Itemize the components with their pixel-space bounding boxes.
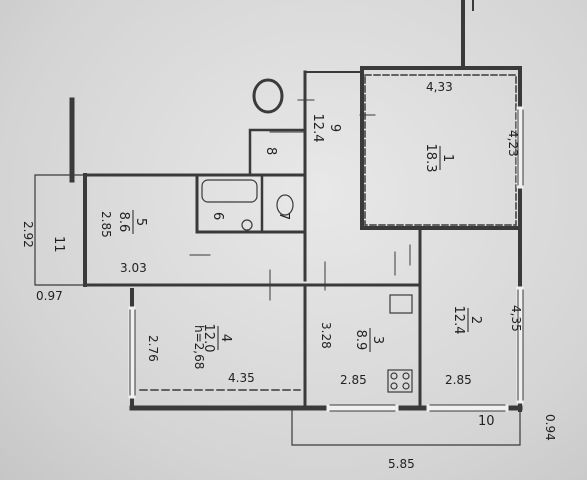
stove-icon <box>387 369 413 393</box>
dim-room3-height: 3.28 <box>319 322 333 349</box>
dim-room1-height: 4,23 <box>506 130 520 157</box>
room-8-number: 8 <box>263 147 278 155</box>
svg-text:5: 5 <box>133 218 148 226</box>
dim-room2-width: 2.85 <box>445 373 472 387</box>
svg-text:8.9: 8.9 <box>353 330 368 351</box>
svg-text:2: 2 <box>468 316 483 324</box>
dim-room5-width: 3.03 <box>120 261 147 275</box>
sink-icon <box>241 219 253 231</box>
dim-room4-width: 4.35 <box>228 371 255 385</box>
room-1-label: 1 18.3 <box>423 144 455 173</box>
dim-room3-width: 2.85 <box>340 373 367 387</box>
room-3-label: 3 8.9 <box>353 328 385 352</box>
room-6-label: 9 12.4 <box>310 114 342 143</box>
svg-text:9: 9 <box>327 124 342 132</box>
toilet-icon <box>276 194 294 216</box>
dim-room4-ceiling: h=2,68 <box>192 325 206 369</box>
svg-text:1: 1 <box>440 154 455 162</box>
room-7-number: 7 <box>276 212 291 220</box>
svg-text:12.0: 12.0 <box>201 324 216 353</box>
svg-text:8.6: 8.6 <box>116 212 131 233</box>
fixtures <box>201 78 413 393</box>
room-labels: 1 18.3 2 12.4 3 8.9 4 12.0 5 8.6 <box>51 114 495 429</box>
svg-text:4: 4 <box>218 334 233 342</box>
room-4-label: 4 12.0 <box>201 324 233 353</box>
walls <box>34 0 524 446</box>
dim-balcony11-height: 2.92 <box>21 221 35 248</box>
room-10-number: 10 <box>478 414 495 429</box>
svg-text:12.4: 12.4 <box>451 306 466 335</box>
room-2-label: 2 12.4 <box>451 306 483 335</box>
dim-room4-height: 2.76 <box>146 335 160 362</box>
dim-room1-width: 4,33 <box>426 80 453 94</box>
room-6-number: 6 <box>210 212 225 220</box>
dimension-labels: 4,33 4,23 4,35 3.28 2.85 2.85 4.35 2.76 … <box>21 80 557 471</box>
svg-text:3: 3 <box>370 336 385 344</box>
dim-room5-height: 2.85 <box>99 211 113 238</box>
room-5-label: 5 8.6 <box>116 210 148 234</box>
svg-text:12.4: 12.4 <box>310 114 325 143</box>
bathtub-icon <box>201 179 258 203</box>
column-icon <box>252 78 284 114</box>
dim-balcony11-depth: 0.97 <box>36 289 63 303</box>
room-11-number: 11 <box>51 236 66 253</box>
dim-total-width: 5.85 <box>388 457 415 471</box>
dim-room2-height: 4,35 <box>509 305 523 332</box>
svg-text:18.3: 18.3 <box>423 144 438 173</box>
dim-balcony10-depth: 0.94 <box>543 414 557 441</box>
kitchen-sink-icon <box>389 294 413 314</box>
